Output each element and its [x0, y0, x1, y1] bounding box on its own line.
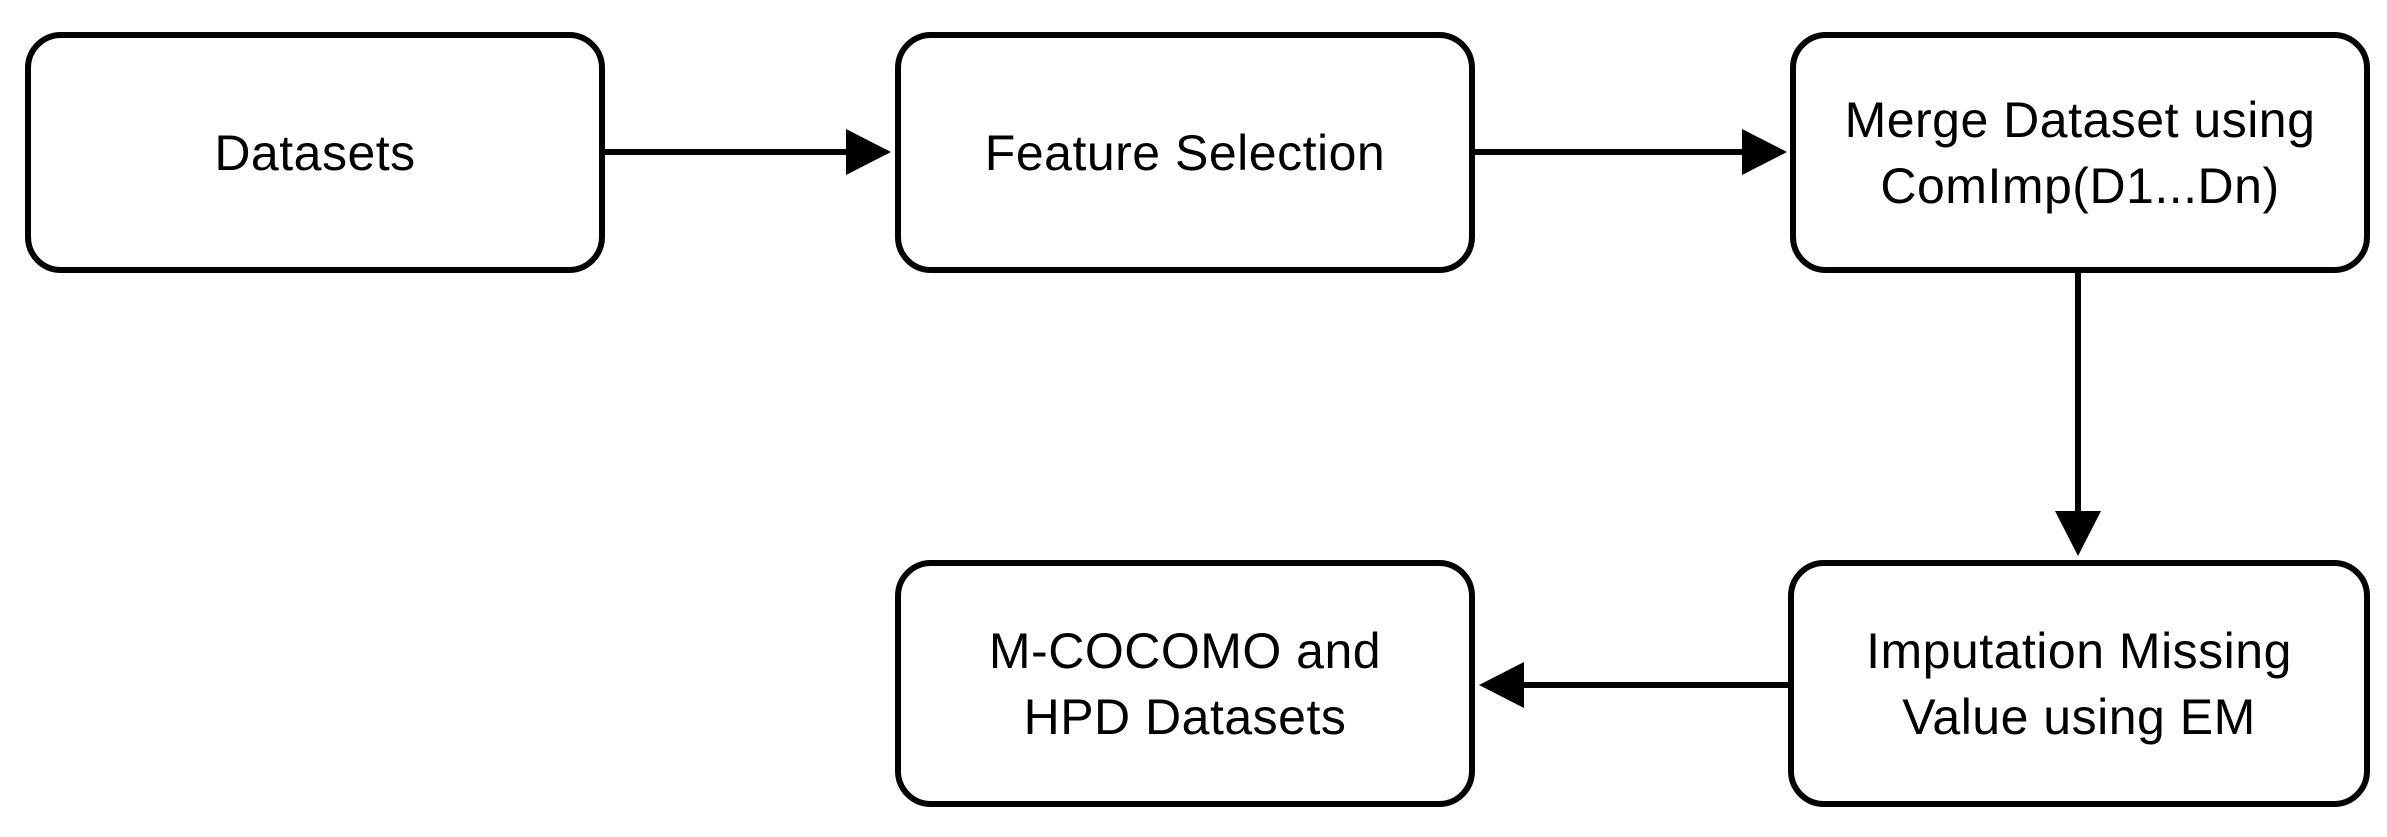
node-merge-dataset: Merge Dataset using ComImp(D1...Dn) — [1790, 32, 2370, 273]
node-feature-selection-label: Feature Selection — [984, 124, 1386, 181]
arrow-imputation-to-m-cocomo — [1479, 662, 1788, 708]
arrow-datasets-to-feature-selection — [605, 129, 891, 175]
node-datasets: Datasets — [25, 32, 605, 273]
arrow-merge-dataset-to-imputation — [2055, 273, 2101, 556]
node-merge-dataset-label: Merge Dataset using ComImp(D1...Dn) — [1844, 91, 2316, 214]
arrow-feature-selection-to-merge-dataset — [1475, 129, 1787, 175]
node-imputation: Imputation Missing Value using EM — [1788, 560, 2370, 807]
node-feature-selection: Feature Selection — [895, 32, 1475, 273]
node-m-cocomo: M-COCOMO and HPD Datasets — [895, 560, 1475, 807]
node-datasets-label: Datasets — [214, 124, 416, 181]
node-imputation-label: Imputation Missing Value using EM — [1866, 622, 2292, 745]
node-m-cocomo-label: M-COCOMO and HPD Datasets — [988, 622, 1382, 745]
